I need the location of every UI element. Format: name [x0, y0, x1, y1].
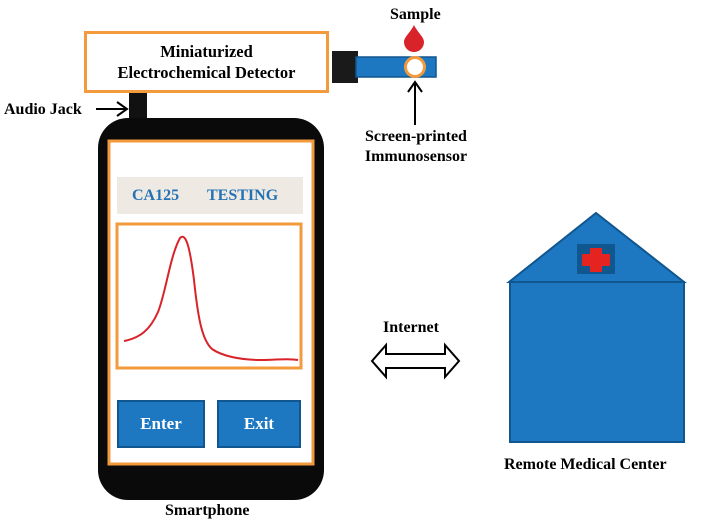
red-cross-icon — [577, 244, 615, 274]
screen-header: CA125 TESTING — [117, 177, 303, 214]
smartphone-label: Smartphone — [165, 502, 250, 519]
medical-center-building — [509, 281, 685, 443]
audio-jack-arrowhead — [116, 101, 129, 117]
signal-peak-curve — [123, 235, 299, 362]
audio-jack-plug — [129, 93, 147, 119]
exit-button[interactable]: Exit — [217, 400, 301, 448]
internet-double-arrow — [370, 342, 461, 380]
detector-title-line1: Miniaturized — [160, 42, 253, 61]
medical-center-label: Remote Medical Center — [504, 456, 667, 473]
audio-jack-label: Audio Jack — [4, 101, 82, 118]
marker-label: CA125 — [132, 186, 180, 204]
detector-title-line2: Electrochemical Detector — [117, 63, 296, 82]
electrochemical-detector: Miniaturized Electrochemical Detector — [84, 31, 329, 93]
immunosensor-label-line2: Immunosensor — [364, 148, 468, 165]
sensor-arrowhead — [407, 80, 423, 93]
immunosensor-label: Screen-printed Immunosensor — [358, 127, 474, 167]
immunosensor-label-line1: Screen-printed — [365, 128, 467, 145]
sensor-connector — [332, 51, 358, 83]
internet-label: Internet — [383, 319, 439, 336]
enter-button[interactable]: Enter — [117, 400, 205, 448]
sample-label: Sample — [390, 6, 441, 23]
blood-drop-icon — [404, 25, 424, 52]
status-label: TESTING — [207, 186, 279, 204]
sensor-electrode — [404, 56, 426, 78]
